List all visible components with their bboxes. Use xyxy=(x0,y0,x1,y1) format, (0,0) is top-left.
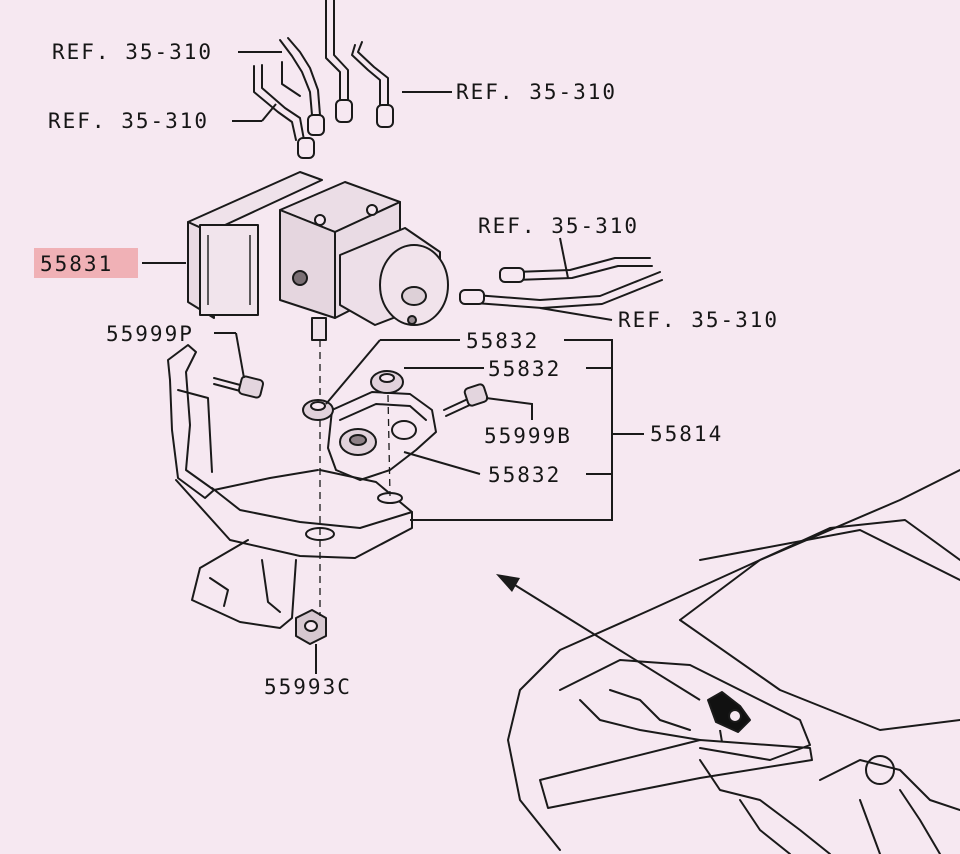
leader-lines xyxy=(142,51,644,674)
label-part-55832-a: 55832 xyxy=(466,329,539,353)
label-ref-right-upper: REF. 35-310 xyxy=(478,214,639,238)
nut-55993c xyxy=(295,609,327,645)
brake-pipes-right xyxy=(459,257,663,309)
bolt-55999b xyxy=(443,383,489,417)
label-part-55831: 55831 xyxy=(40,252,113,276)
highlight-55831 xyxy=(34,248,138,278)
part-labels: REF. 35-310 REF. 35-310 REF. 35-310 REF.… xyxy=(40,40,779,699)
abs-hydraulic-unit xyxy=(187,171,449,341)
label-part-55993c: 55993C xyxy=(264,675,352,699)
label-part-55832-c: 55832 xyxy=(488,463,561,487)
label-part-55814: 55814 xyxy=(650,422,723,446)
assembly-axes xyxy=(319,340,391,616)
label-part-55999b: 55999B xyxy=(484,424,572,448)
label-part-55832-b: 55832 xyxy=(488,357,561,381)
brake-pipes-top xyxy=(253,0,394,159)
bolt-55999p xyxy=(213,375,265,399)
label-ref-top-left: REF. 35-310 xyxy=(52,40,213,64)
vehicle-location-view xyxy=(507,469,960,854)
mounting-bracket xyxy=(167,344,437,629)
label-part-55999p: 55999P xyxy=(106,322,194,346)
label-ref-mid-left: REF. 35-310 xyxy=(48,109,209,133)
label-ref-top-right: REF. 35-310 xyxy=(456,80,617,104)
label-ref-right-lower: REF. 35-310 xyxy=(618,308,779,332)
location-arrow xyxy=(496,574,701,701)
grommets xyxy=(302,370,404,456)
